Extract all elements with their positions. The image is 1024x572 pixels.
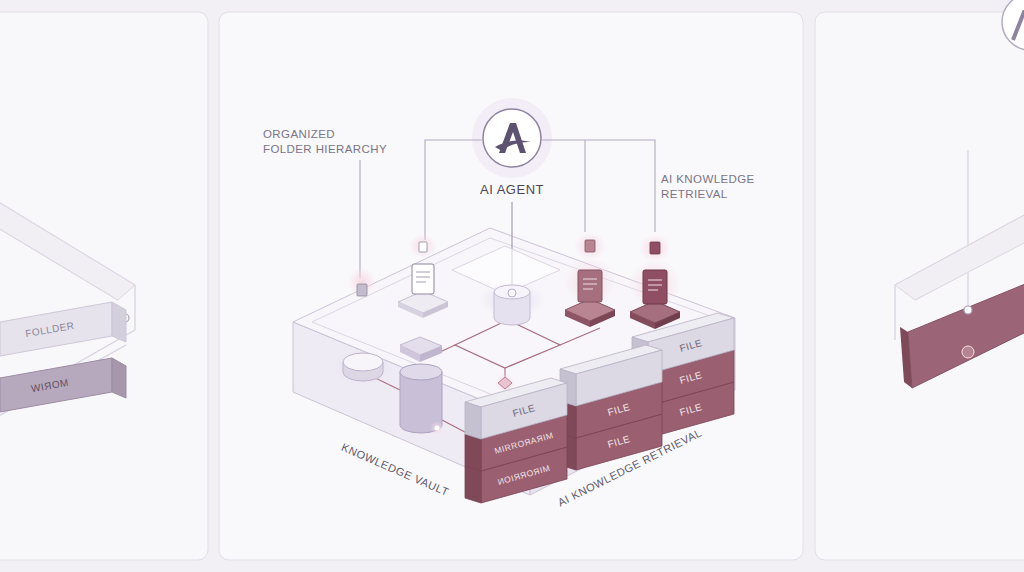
file-drawer-shape: [576, 414, 662, 470]
callout-label: ORGANIZED FOLDER HIERARCHY: [263, 127, 387, 157]
document-icon: [648, 280, 662, 290]
folder-drawer: WIЯOM: [0, 352, 130, 414]
document-icon: [643, 270, 667, 304]
side-panel: [815, 12, 1024, 560]
storage-disk: [333, 350, 393, 386]
side-panel: [1002, 0, 1024, 50]
file-drawer-shape: [465, 434, 481, 471]
connector-line: [511, 202, 512, 222]
side-panel: [908, 282, 1024, 388]
server-block: [435, 426, 440, 431]
document-icon: [574, 232, 606, 260]
file-drawer: [560, 345, 664, 407]
main-panel: [219, 12, 803, 560]
document-icon: [629, 260, 681, 308]
document-icon: [629, 234, 681, 329]
file-drawer-shape: [481, 447, 567, 503]
document-icon: [348, 268, 376, 296]
knowledge-vault-shape: [293, 228, 735, 420]
document-icon: [578, 270, 602, 302]
folder-drawer: FOLLDER: [0, 296, 130, 358]
document-icon: [409, 234, 437, 258]
junction-diamond: [498, 377, 512, 389]
side-panel: [0, 12, 208, 560]
storage-disk: [333, 350, 393, 386]
document-icon: [357, 284, 367, 296]
document-icon: [419, 242, 427, 252]
agent-node-shape: [483, 109, 541, 167]
side-panel: [895, 212, 1024, 300]
core-cylinder: [508, 289, 516, 297]
agent-node-shape: [472, 98, 552, 178]
server-block: [400, 364, 442, 380]
side-panel: [900, 327, 912, 388]
document-icon: [416, 272, 430, 282]
agent-label: AI AGENT: [480, 182, 544, 198]
document-icon: [412, 264, 434, 294]
side-panel: [0, 200, 135, 418]
side-panel: [964, 306, 972, 314]
file-drawer-shape: [632, 337, 648, 374]
core-cylinder: [494, 285, 530, 299]
side-panel: [0, 200, 135, 300]
side-panel: [0, 12, 208, 560]
document-icon: [564, 232, 616, 327]
agent-node-shape: [495, 140, 531, 151]
document-icon: [348, 268, 376, 296]
server-block: [430, 421, 444, 435]
storage-disk: [343, 353, 383, 371]
folder-drawer-shape: [0, 358, 112, 412]
knowledge-vault-shape: [312, 238, 716, 410]
side-panel: [962, 346, 974, 358]
folder-drawer-shape: [112, 302, 126, 342]
main-panel: [219, 12, 803, 560]
document-icon: [564, 258, 616, 306]
folder-drawer-shape: [112, 358, 126, 398]
file-drawer: FILE: [465, 378, 569, 440]
file-drawer-shape: [465, 466, 481, 503]
document-icon: [650, 242, 660, 254]
side-panel: [1013, 12, 1024, 40]
agent-node: AI AGENT: [462, 106, 562, 202]
file-drawer-shape: [465, 402, 481, 439]
folder-drawer-shape: [0, 302, 112, 356]
document-icon: [585, 240, 595, 252]
document-icon: [639, 234, 671, 262]
side-panel: [815, 0, 1024, 560]
callout-label: AI KNOWLEDGE RETRIEVAL: [661, 172, 773, 202]
document-icon: [583, 279, 597, 289]
server-block: [400, 337, 444, 435]
